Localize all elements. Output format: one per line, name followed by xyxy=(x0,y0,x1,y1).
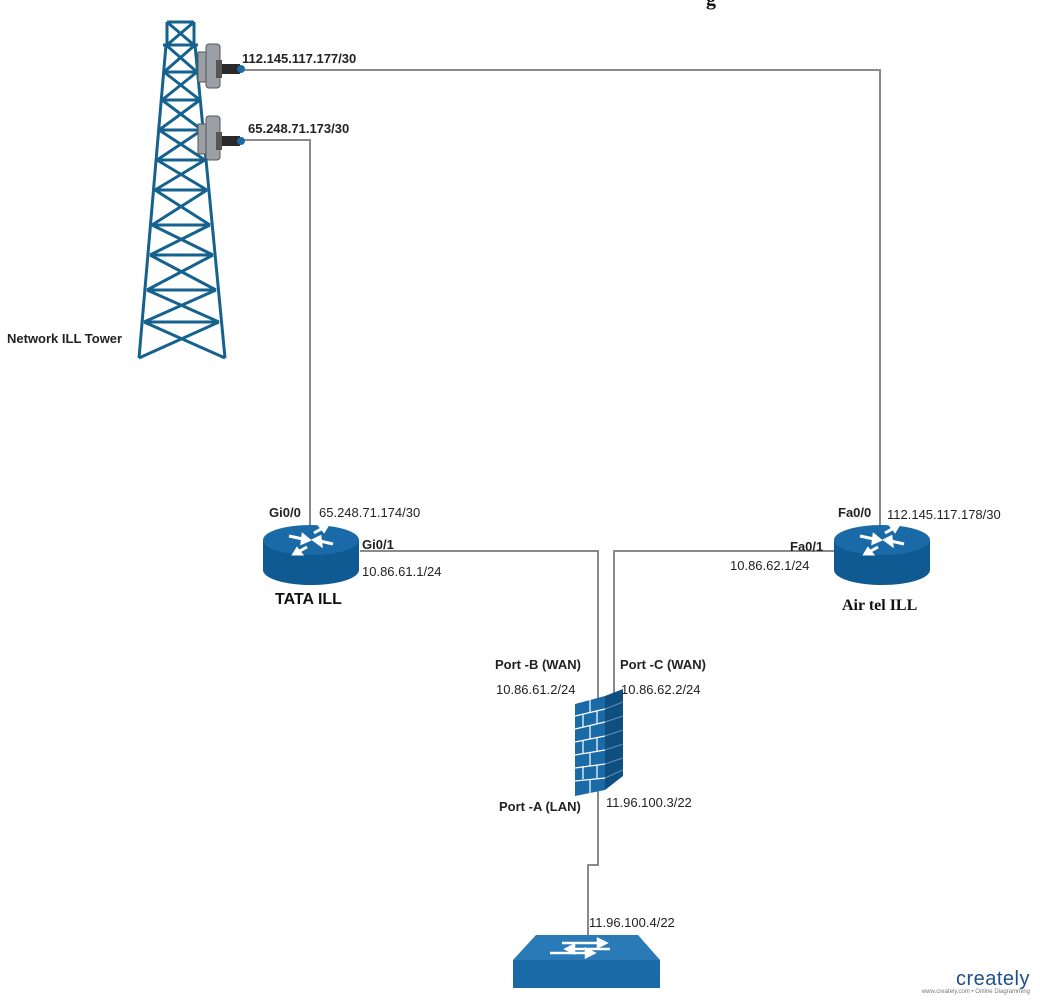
airtel-port-wan-label: Fa0/0 xyxy=(838,505,872,520)
firewall-port-c-ip-label: 10.86.62.2/24 xyxy=(621,682,701,697)
tata-router-icon xyxy=(263,524,359,585)
link-antenna-bottom-to-tata xyxy=(242,139,311,532)
firewall-port-b-label: Port -B (WAN) xyxy=(495,657,581,672)
link-firewall-to-switch xyxy=(587,790,599,945)
switch-icon xyxy=(513,935,660,988)
firewall-port-a-ip-label: 11.96.100.3/22 xyxy=(606,795,692,810)
antenna-bottom-ip-label: 65.248.71.173/30 xyxy=(248,121,350,136)
switch-ip-label: 11.96.100.4/22 xyxy=(589,915,675,930)
airtel-port-wan-ip-label: 112.145.117.178/30 xyxy=(887,507,1001,522)
antenna-top-ip-label: 112.145.117.177/30 xyxy=(242,51,357,66)
creately-logo-word: creately xyxy=(955,968,1030,990)
airtel-router-icon xyxy=(834,524,930,585)
airtel-port-lan-ip-label: 10.86.62.1/24 xyxy=(730,558,810,573)
firewall-icon xyxy=(574,689,624,796)
firewall-port-c-label: Port -C (WAN) xyxy=(620,657,706,672)
airtel-router-title: Air tel ILL xyxy=(842,597,918,614)
tower-label: Network ILL Tower xyxy=(7,331,123,346)
tata-router-title: TATA ILL xyxy=(275,591,342,608)
link-tata-to-firewall xyxy=(360,550,599,712)
tata-port-lan-label: Gi0/1 xyxy=(362,537,394,552)
tata-port-wan-ip-label: 65.248.71.174/30 xyxy=(319,505,421,520)
network-tower-icon xyxy=(137,20,227,360)
creately-logo: creately www.creately.com • Online Diagr… xyxy=(922,968,1030,995)
diagram-title-fragment: g xyxy=(706,0,716,11)
airtel-port-lan-label: Fa0/1 xyxy=(790,539,824,554)
firewall-port-b-ip-label: 10.86.61.2/24 xyxy=(496,682,576,697)
antenna-top-icon xyxy=(197,43,245,89)
creately-tagline: www.creately.com • Online Diagramming xyxy=(921,989,1030,995)
tata-port-wan-label: Gi0/0 xyxy=(269,505,301,520)
firewall-port-a-label: Port -A (LAN) xyxy=(499,799,581,814)
tata-port-lan-ip-label: 10.86.61.1/24 xyxy=(362,564,442,579)
antenna-bottom-icon xyxy=(197,115,245,161)
link-antenna-top-to-airtel xyxy=(242,69,881,530)
link-airtel-to-firewall xyxy=(613,550,834,700)
